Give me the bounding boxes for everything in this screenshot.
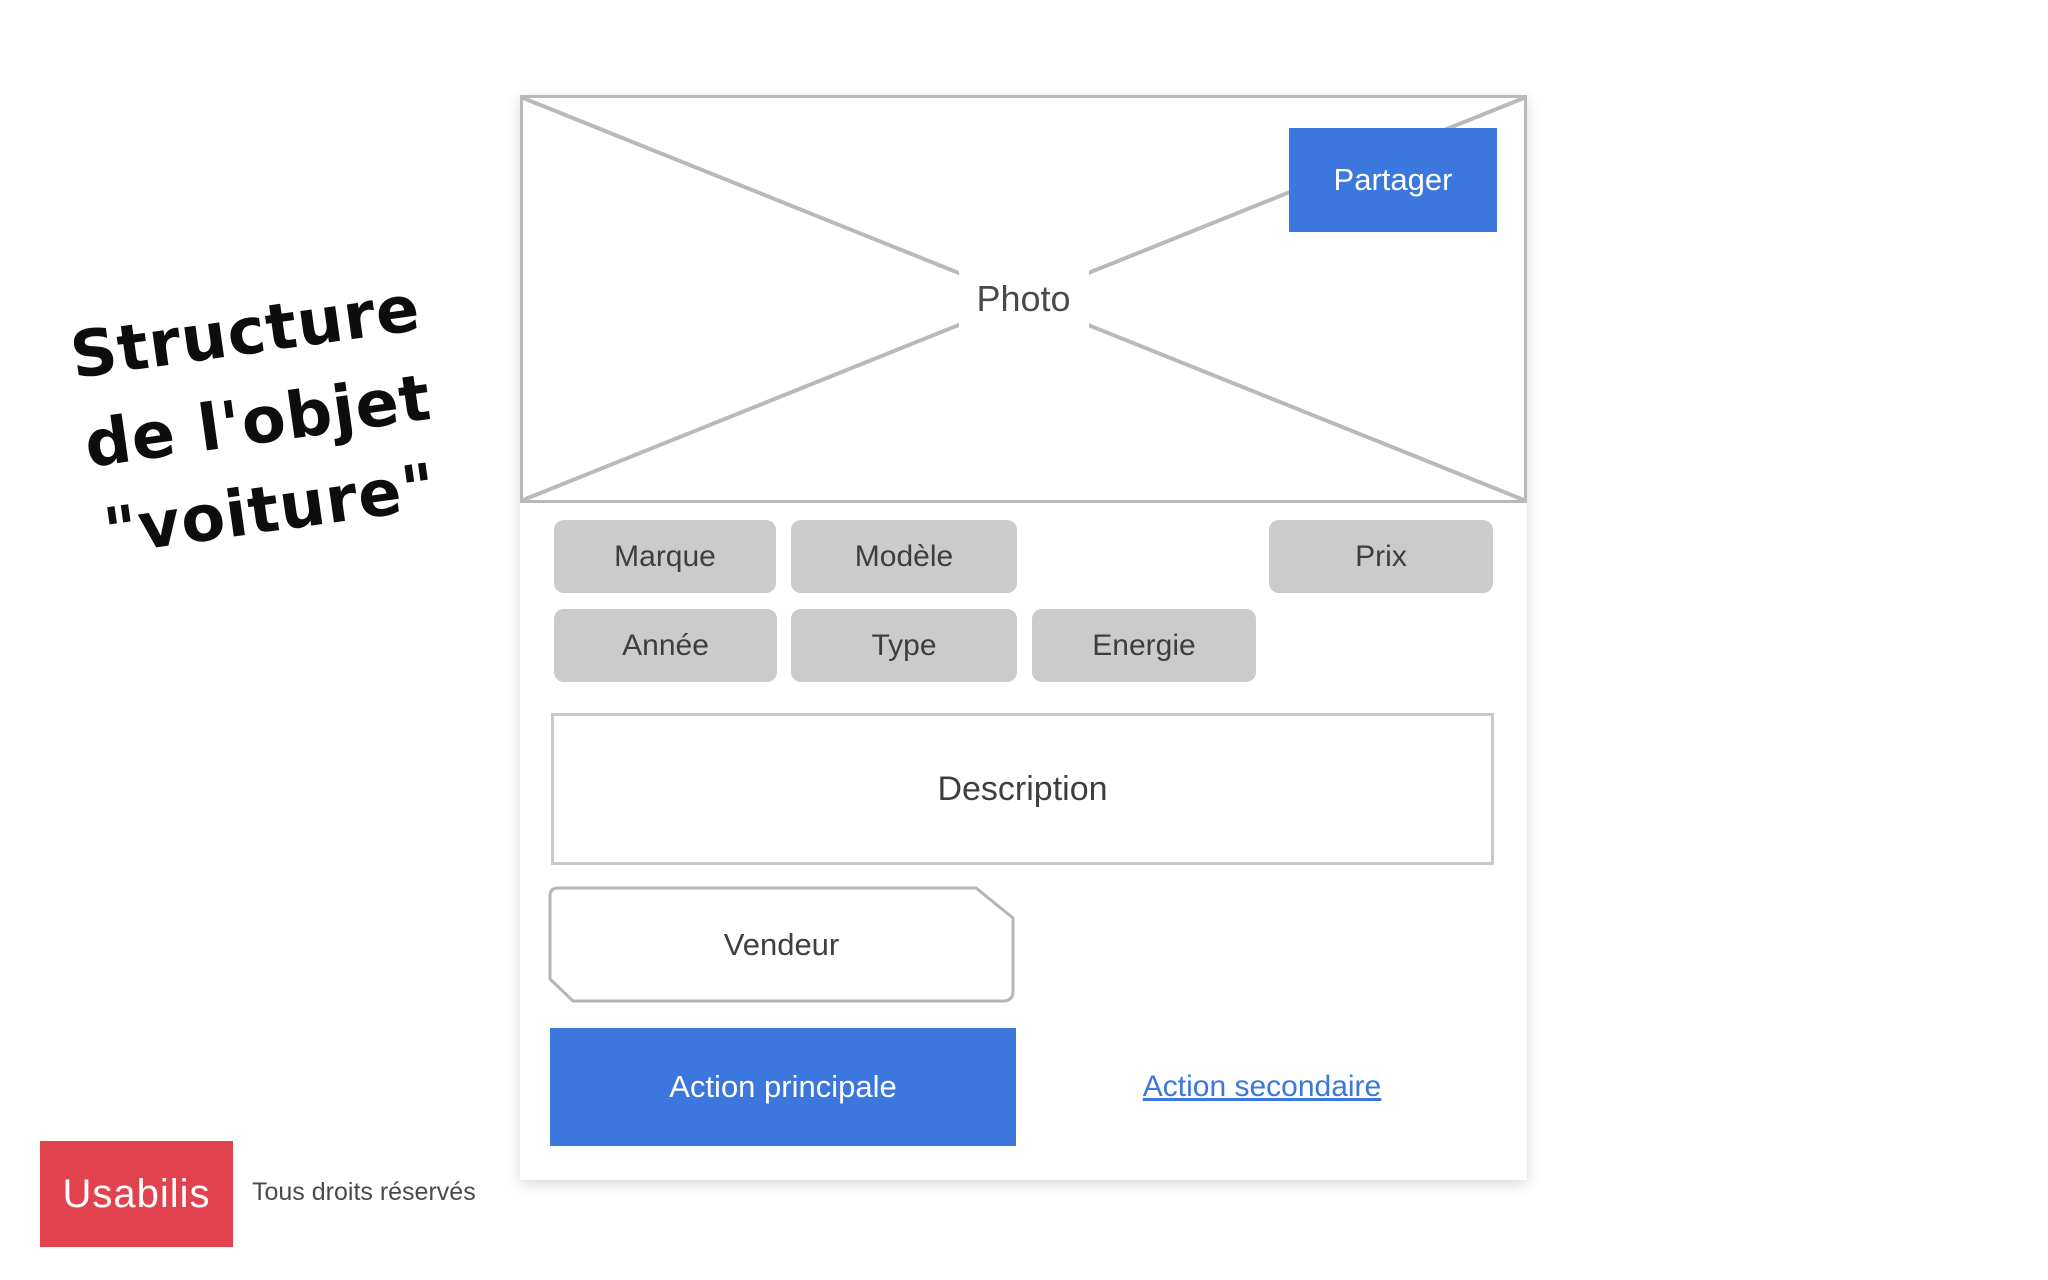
tag-modele: Modèle bbox=[791, 520, 1017, 593]
usabilis-logo: Usabilis bbox=[40, 1141, 233, 1247]
description-box: Description bbox=[551, 713, 1494, 865]
slide-title: Structure de l'objet "voiture" bbox=[31, 260, 484, 585]
tag-marque: Marque bbox=[554, 520, 776, 593]
vendor-box-outline bbox=[548, 886, 1015, 1003]
vendor-box: Vendeur bbox=[548, 886, 1015, 1003]
photo-placeholder: Photo Partager bbox=[520, 95, 1527, 503]
tag-type: Type bbox=[791, 609, 1017, 682]
primary-action-button[interactable]: Action principale bbox=[550, 1028, 1016, 1146]
copyright-text: Tous droits réservés bbox=[252, 1178, 476, 1206]
vendor-label: Vendeur bbox=[723, 926, 840, 962]
secondary-action-wrap: Action secondaire bbox=[1062, 1028, 1462, 1146]
tag-prix: Prix bbox=[1269, 520, 1493, 593]
tag-annee: Année bbox=[554, 609, 777, 682]
tag-energie: Energie bbox=[1032, 609, 1256, 682]
photo-label: Photo bbox=[958, 264, 1089, 334]
wireframe-card: Photo Partager Marque Modèle Prix Année … bbox=[520, 95, 1527, 1180]
share-button[interactable]: Partager bbox=[1289, 128, 1497, 232]
secondary-action-link[interactable]: Action secondaire bbox=[1142, 1070, 1382, 1103]
